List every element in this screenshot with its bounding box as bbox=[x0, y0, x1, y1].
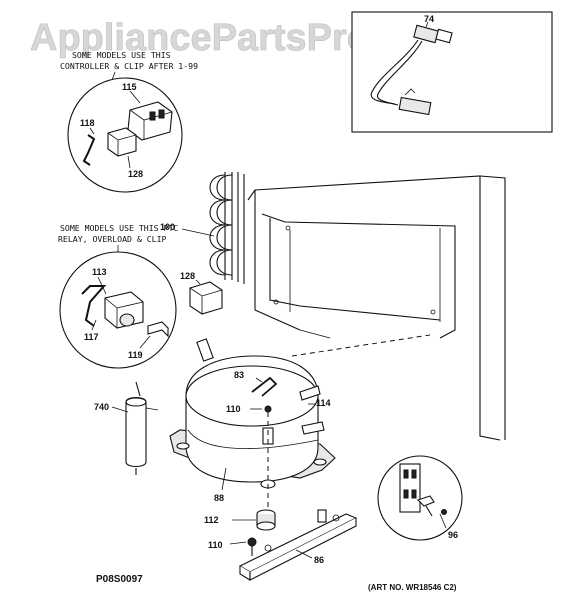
label-128-relay: 128 bbox=[180, 271, 195, 281]
label-110-lower: 110 bbox=[208, 540, 223, 550]
diagram-code: P08S0097 bbox=[96, 574, 143, 585]
label-86: 86 bbox=[314, 555, 324, 565]
condenser-coil: 100 bbox=[160, 172, 245, 284]
ptc-note-line1: SOME MODELS USE THIS PTC bbox=[60, 223, 178, 233]
compressor-88: 88 bbox=[169, 338, 336, 503]
label-74: 74 bbox=[424, 14, 434, 24]
art-number: (ART NO. WR18546 C2) bbox=[368, 583, 457, 592]
label-96: 96 bbox=[448, 530, 458, 540]
label-83: 83 bbox=[234, 370, 244, 380]
relay-128: 128 bbox=[180, 271, 223, 315]
ground-screw-detail-circle: 96 bbox=[377, 455, 463, 541]
clip-83: 83 bbox=[234, 370, 278, 397]
bolt-110-upper: 110 bbox=[226, 404, 274, 510]
grommet-112: 112 bbox=[204, 509, 276, 531]
bolt-110-lower: 110 bbox=[208, 537, 257, 556]
label-128-controller: 128 bbox=[128, 169, 143, 179]
controller-detail-circle: 115 118 128 bbox=[67, 77, 183, 193]
ptc-note-line2: RELAY, OVERLOAD & CLIP bbox=[58, 234, 167, 244]
label-113: 113 bbox=[92, 267, 107, 277]
inset-wire-harness: 74 bbox=[351, 11, 553, 133]
label-740: 740 bbox=[94, 402, 109, 412]
label-88: 88 bbox=[214, 493, 224, 503]
cabinet-outline bbox=[247, 175, 506, 441]
ptc-relay-detail-circle: 113 117 119 bbox=[59, 251, 177, 369]
label-112: 112 bbox=[204, 515, 219, 525]
dryer-740: 740 bbox=[94, 381, 159, 475]
label-115: 115 bbox=[122, 82, 137, 92]
controller-note-line1: SOME MODELS USE THIS bbox=[72, 50, 171, 60]
label-110-upper: 110 bbox=[226, 404, 241, 414]
label-117: 117 bbox=[84, 332, 99, 342]
label-100: 100 bbox=[160, 222, 175, 232]
bracket-86: 86 bbox=[238, 509, 358, 581]
controller-note-line2: CONTROLLER & CLIP AFTER 1-99 bbox=[60, 61, 198, 71]
label-118: 118 bbox=[80, 118, 95, 128]
label-119: 119 bbox=[128, 350, 143, 360]
label-114: 114 bbox=[316, 398, 331, 408]
